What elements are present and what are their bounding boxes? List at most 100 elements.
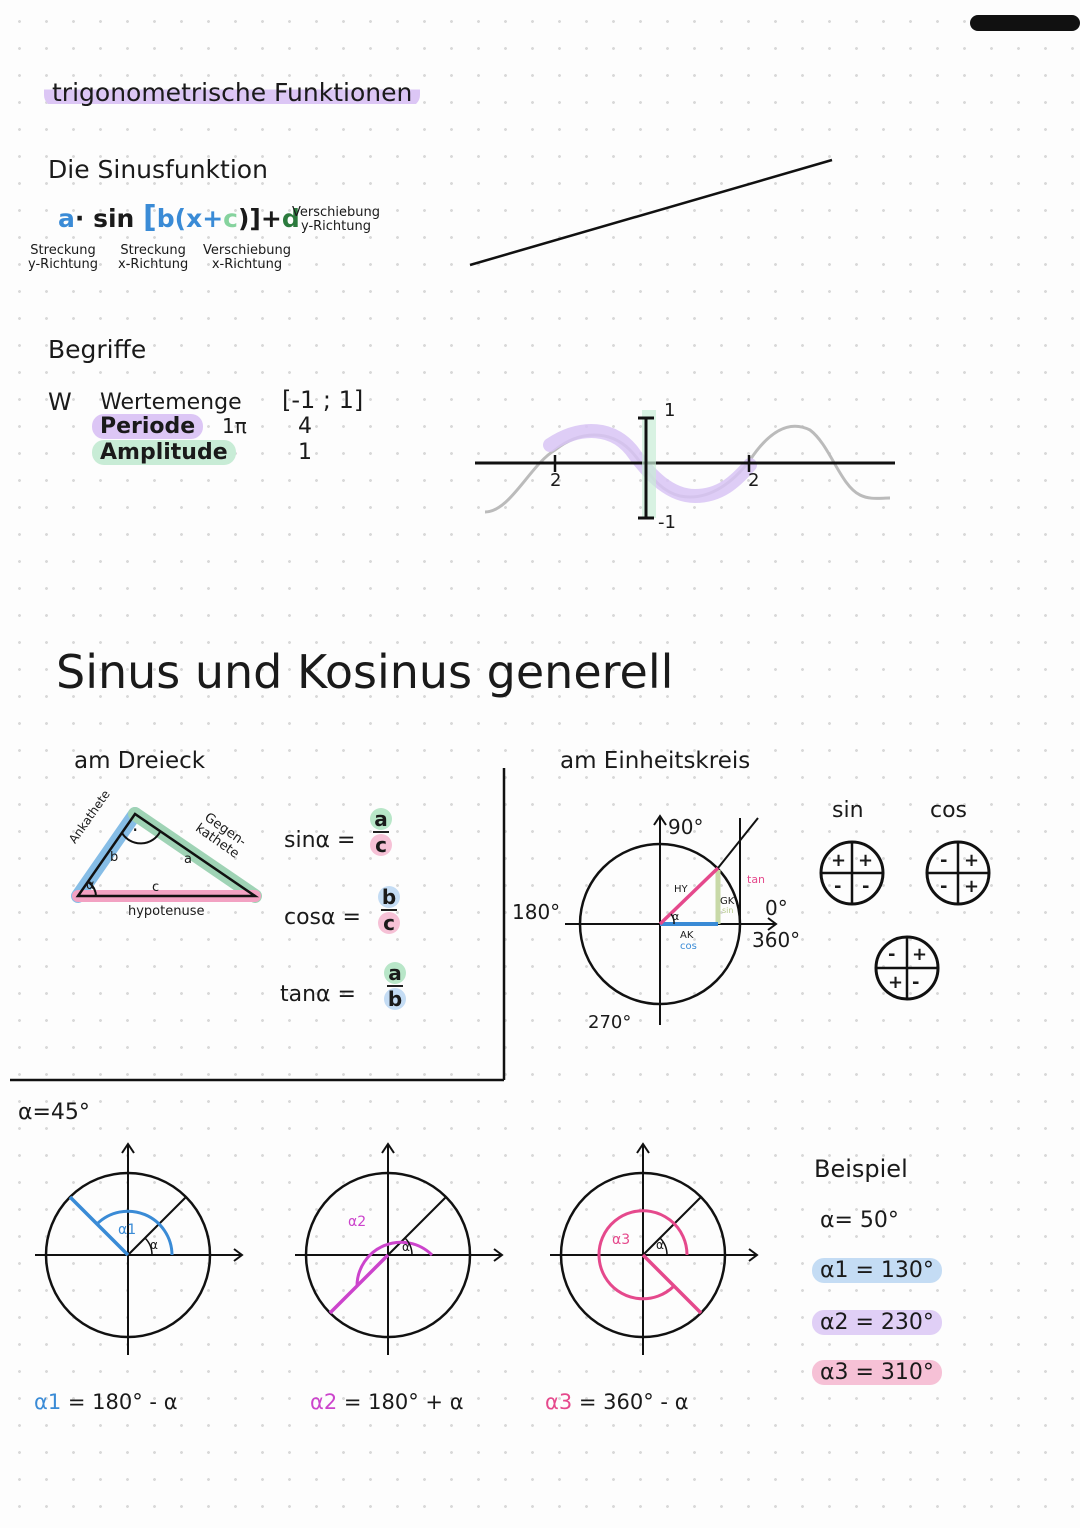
formula-sin: · sin — [74, 204, 135, 233]
label-tan: tan — [747, 873, 766, 886]
formula-tan-den: b — [384, 988, 406, 1010]
formula-c: c — [223, 204, 238, 233]
section-heading-generell: Sinus und Kosinus generell — [56, 645, 674, 699]
right-triangle-diagram — [71, 807, 262, 903]
sine-formula: a· sin [b(x+c)]+d — [58, 200, 300, 235]
formula-alpha2: α2 = 180° + α — [310, 1390, 464, 1414]
formula-cos-fraction: b c — [378, 886, 400, 934]
label-verschiebung-x: Verschiebung x-Richtung — [203, 243, 291, 272]
formula-d: d — [281, 204, 300, 233]
label-hy: HY — [674, 884, 688, 895]
formula-sin-num: a — [370, 808, 392, 830]
label-ak-cos: cos — [680, 941, 697, 952]
label-streckung-y: Streckung y-Richtung — [28, 243, 99, 272]
beispiel-alpha2: α2 = 230° — [812, 1310, 942, 1335]
section-divider-lines — [10, 768, 506, 1082]
formula-tan-num: a — [384, 962, 406, 984]
beispiel-alpha3: α3 = 310° — [812, 1360, 942, 1385]
tan-sign-q2: - — [888, 944, 896, 965]
label-unit-alpha: α — [672, 910, 680, 923]
formula-tan-fraction: a b — [384, 962, 406, 1010]
value-periode: 4 — [298, 414, 312, 439]
scroll-handle[interactable] — [970, 15, 1080, 31]
angle-circle-2 — [295, 1142, 504, 1355]
graph-bottom-label: -1 — [658, 512, 676, 533]
sine-graph — [475, 410, 895, 520]
label-side-c: c — [152, 880, 160, 895]
formula-sin-fraction: a c — [370, 808, 392, 856]
term-wertemenge: Wertemenge — [100, 390, 242, 415]
sin-sign-q2: + — [831, 850, 847, 871]
circle2-angle-label: α2 — [348, 1214, 367, 1230]
circle3-angle-label: α3 — [612, 1232, 631, 1248]
cos-sign-q3: - — [940, 876, 948, 897]
circle3-alpha: α — [656, 1238, 664, 1252]
sign-circles — [819, 840, 991, 1001]
circle2-alpha: α — [402, 1240, 410, 1254]
label-0deg: 0° — [765, 896, 788, 920]
formula-cos-num: b — [378, 886, 400, 908]
graph-tick-right: 2 — [748, 470, 760, 491]
formula-alpha1-rhs: = 180° - α — [67, 1390, 178, 1414]
term-amplitude: Amplitude — [92, 440, 236, 465]
label-side-a: a — [184, 852, 192, 867]
formula-a: a — [58, 204, 75, 233]
label-side-b: b — [110, 850, 119, 865]
value-wertemenge: [-1 ; 1] — [282, 386, 364, 414]
formula-alpha1-lhs: α1 — [34, 1390, 62, 1414]
signs-cos-label: cos — [930, 798, 968, 823]
label-hypotenuse: hypotenuse — [128, 904, 205, 919]
label-alpha: α — [86, 878, 95, 893]
label-270deg: 270° — [588, 1012, 632, 1033]
beispiel-alpha: α= 50° — [820, 1208, 899, 1233]
formula-alpha3-lhs: α3 — [545, 1390, 573, 1414]
unit-circle-diagram — [565, 814, 778, 1025]
formula-alpha2-rhs: = 180° + α — [343, 1390, 464, 1414]
periode-mark: 1π — [222, 414, 247, 438]
formula-tan-label: tanα = — [280, 982, 356, 1007]
slanted-line — [469, 158, 833, 267]
label-360deg: 360° — [752, 928, 801, 952]
page-title: trigonometrische Funktionen — [44, 78, 421, 107]
cos-sign-q4: + — [964, 876, 980, 897]
graph-top-label: 1 — [664, 400, 676, 421]
formula-alpha1: α1 = 180° - α — [34, 1390, 178, 1414]
angle-circle-1 — [35, 1142, 244, 1355]
einheitskreis-heading: am Einheitskreis — [560, 748, 751, 774]
tan-sign-q1: + — [912, 944, 928, 965]
formula-sin-den: c — [370, 834, 392, 856]
sin-sign-q4: - — [862, 876, 870, 897]
label-streckung-x: Streckung x-Richtung — [118, 243, 189, 272]
formula-plus: + — [260, 204, 282, 233]
dreieck-heading: am Dreieck — [74, 748, 206, 774]
begriffe-heading: Begriffe — [48, 335, 147, 364]
label-90deg: 90° — [668, 815, 704, 839]
formula-alpha3-rhs: = 360° - α — [578, 1390, 689, 1414]
formula-sin-label: sinα = — [284, 828, 356, 853]
formula-cos-label: cosα = — [284, 905, 361, 930]
cos-sign-q2: - — [940, 850, 948, 871]
term-periode: Periode — [92, 414, 204, 439]
circle1-alpha: α — [150, 1238, 158, 1252]
tan-sign-q4: - — [912, 972, 920, 993]
formula-x: (x+ — [174, 204, 224, 233]
label-verschiebung-y: Verschiebung y-Richtung — [292, 205, 380, 234]
circle1-angle-label: α1 — [118, 1222, 137, 1238]
beispiel-heading: Beispiel — [814, 1155, 908, 1183]
formula-cos-den: c — [378, 912, 400, 934]
angle-circle-3 — [550, 1142, 759, 1355]
graph-tick-left: 2 — [550, 470, 562, 491]
label-ak: AK — [680, 930, 694, 941]
formula-b: b — [156, 204, 175, 233]
signs-sin-label: sin — [832, 798, 864, 823]
alpha-45-label: α=45° — [18, 1100, 90, 1125]
sin-sign-q3: - — [834, 876, 842, 897]
begriffe-symbol: W — [48, 388, 72, 416]
label-right-angle: · — [132, 818, 139, 842]
value-amplitude: 1 — [298, 440, 312, 465]
beispiel-alpha1: α1 = 130° — [812, 1258, 942, 1283]
formula-close: )] — [238, 204, 261, 233]
formula-alpha3: α3 = 360° - α — [545, 1390, 689, 1414]
sin-sign-q1: + — [858, 850, 874, 871]
label-gk-sin: sin — [722, 906, 734, 915]
